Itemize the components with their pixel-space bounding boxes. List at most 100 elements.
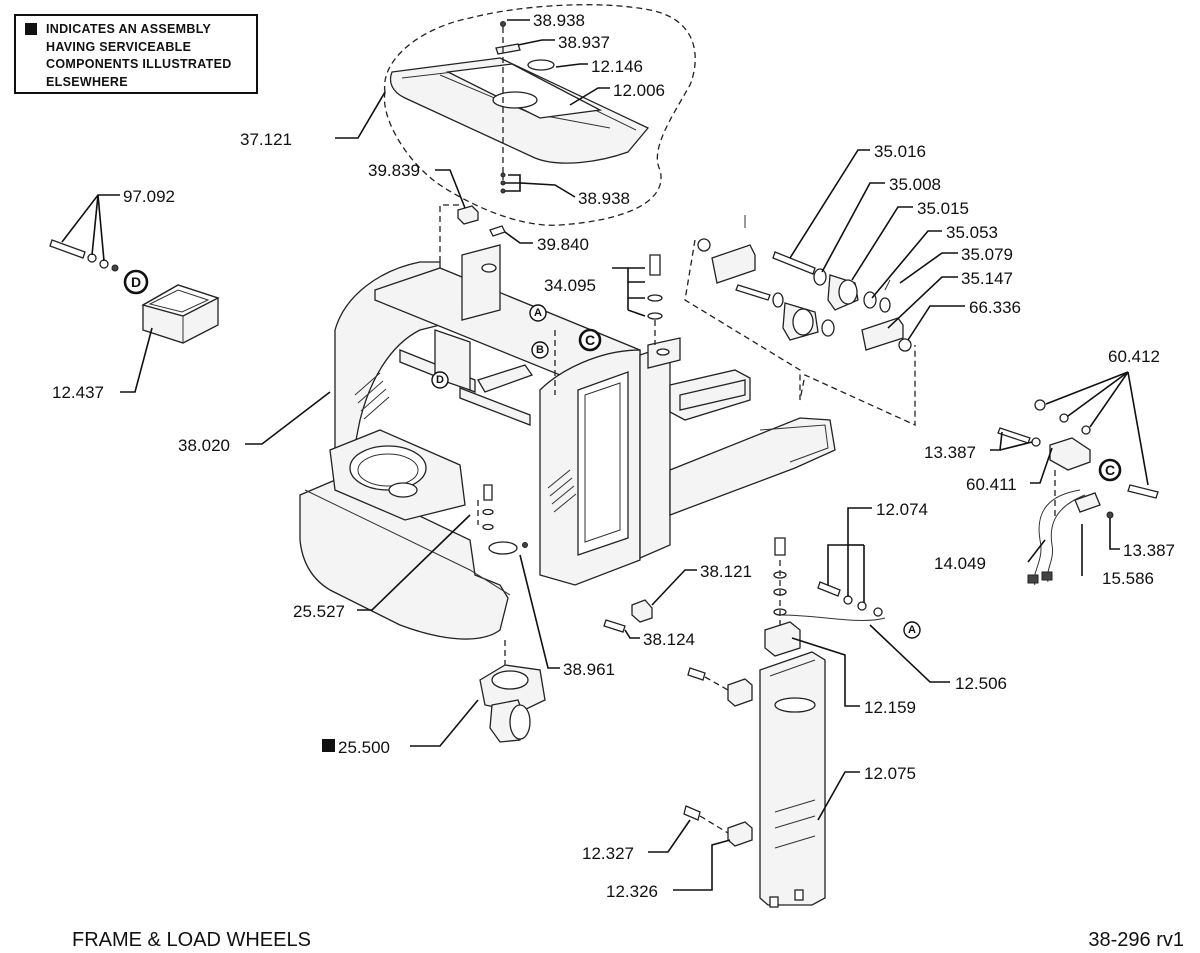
callout-12159: 12.159 <box>864 698 916 717</box>
callout-labels: 38.938 38.937 12.146 12.006 37.121 38.93… <box>52 11 1175 901</box>
svg-text:A: A <box>908 624 916 636</box>
callout-38937: 38.937 <box>558 33 610 52</box>
clip-part <box>495 43 521 55</box>
leader-lines <box>61 19 1149 891</box>
ref-C-2: C <box>1098 458 1122 482</box>
fastener-set-97092 <box>49 239 119 272</box>
hinge-block-upper <box>727 678 753 707</box>
access-cover-plate <box>759 651 826 906</box>
top-cover-panel <box>389 57 650 164</box>
switch-bracket-part <box>1049 437 1091 471</box>
callout-39840: 39.840 <box>537 235 589 254</box>
diagram-title: FRAME & LOAD WHEELS <box>72 929 311 951</box>
callout-12437: 12.437 <box>52 383 104 402</box>
callout-12326: 12.326 <box>606 882 658 901</box>
cover-latch-part <box>764 621 801 657</box>
fork-lower <box>669 417 836 516</box>
top-cover-group <box>383 4 696 226</box>
callout-66336: 66.336 <box>969 298 1021 317</box>
ref-C-1: C <box>578 328 602 352</box>
axle-upper <box>772 251 816 275</box>
svg-text:D: D <box>436 374 444 386</box>
bolt-set-34095 <box>647 254 663 345</box>
svg-text:D: D <box>131 274 141 290</box>
svg-text:C: C <box>585 332 595 348</box>
caster-assembly-part <box>479 640 546 743</box>
callout-38124: 38.124 <box>643 630 695 649</box>
legend-box: INDICATES AN ASSEMBLY HAVING SERVICEABLE… <box>14 14 258 94</box>
motor-mount-ring <box>349 445 427 491</box>
mast-post <box>639 344 671 559</box>
screw-part <box>500 21 506 27</box>
callout-15586: 15.586 <box>1102 569 1154 588</box>
callout-35015: 35.015 <box>917 199 969 218</box>
ref-A-2: A <box>903 621 921 639</box>
frame-mast-column <box>461 244 501 321</box>
spacer-screw-part <box>603 619 626 633</box>
frame-base-tub <box>299 477 509 640</box>
callout-35008: 35.008 <box>889 175 941 194</box>
legend-text: INDICATES AN ASSEMBLY HAVING SERVICEABLE… <box>46 22 232 89</box>
callout-38961: 38.961 <box>563 660 615 679</box>
callout-60412: 60.412 <box>1108 347 1160 366</box>
callout-35079: 35.079 <box>961 245 1013 264</box>
callout-60411: 60.411 <box>966 475 1017 494</box>
ref-D-1: D <box>123 269 149 295</box>
callout-97092: 97.092 <box>123 187 175 206</box>
svg-text:C: C <box>1105 462 1115 478</box>
callout-35147: 35.147 <box>961 269 1013 288</box>
callout-12074: 12.074 <box>876 500 928 519</box>
callout-35016: 35.016 <box>874 142 926 161</box>
inner-clip-plate <box>477 364 534 393</box>
callout-38121: 38.121 <box>700 562 752 581</box>
callout-39839: 39.839 <box>368 161 420 180</box>
callout-13387-right: 13.387 <box>1123 541 1175 560</box>
plug-part <box>488 541 518 555</box>
assembly-square-icon <box>322 739 335 752</box>
ref-D-2: D <box>431 371 449 389</box>
inner-bracket-lower <box>459 387 531 426</box>
axle-lower <box>735 284 771 301</box>
ref-B-1: B <box>531 341 549 359</box>
bumper-screw-part <box>489 225 506 237</box>
bolt-set-25527 <box>482 484 494 531</box>
cover-handle-opening <box>492 91 538 109</box>
left-vent-slots <box>354 372 390 420</box>
cover-dashed-boundary <box>383 4 696 226</box>
callout-12327: 12.327 <box>582 844 634 863</box>
callout-12006: 12.006 <box>613 81 665 100</box>
callout-38938-bottom: 38.938 <box>578 189 630 208</box>
spacer-part <box>631 599 653 623</box>
callout-13387-left: 13.387 <box>924 443 976 462</box>
switch-assembly-group <box>997 399 1159 586</box>
access-cover-group <box>683 537 886 908</box>
upright-window <box>577 371 629 556</box>
callout-34095: 34.095 <box>544 276 596 295</box>
grommet-part <box>527 59 555 71</box>
callout-12075: 12.075 <box>864 764 916 783</box>
callout-25527: 25.527 <box>293 602 345 621</box>
axle-bracket-upper <box>711 244 756 284</box>
ref-A-1: A <box>529 304 547 322</box>
axle-bracket-lower <box>861 317 904 351</box>
callout-12506: 12.506 <box>955 674 1007 693</box>
svg-text:B: B <box>536 344 544 356</box>
main-frame-group <box>299 204 836 640</box>
callout-25500: 25.500 <box>338 738 390 757</box>
svg-text:A: A <box>534 307 542 319</box>
load-wheel-kit <box>684 215 916 427</box>
callout-38020: 38.020 <box>178 436 230 455</box>
right-vent-slots <box>547 469 577 513</box>
bumper-block-part <box>457 205 479 225</box>
callout-37121: 37.121 <box>240 130 292 149</box>
callout-14049: 14.049 <box>934 554 986 573</box>
callout-12146: 12.146 <box>591 57 643 76</box>
fork-arm-upper <box>679 379 746 411</box>
micro-switch-part <box>1074 492 1101 513</box>
junction-box-part <box>141 284 220 344</box>
hinge-block-lower <box>727 821 753 847</box>
drawing-number: 38-296 rv1 <box>1088 929 1184 951</box>
callout-35053: 35.053 <box>946 223 998 242</box>
callout-38938-top: 38.938 <box>533 11 585 30</box>
